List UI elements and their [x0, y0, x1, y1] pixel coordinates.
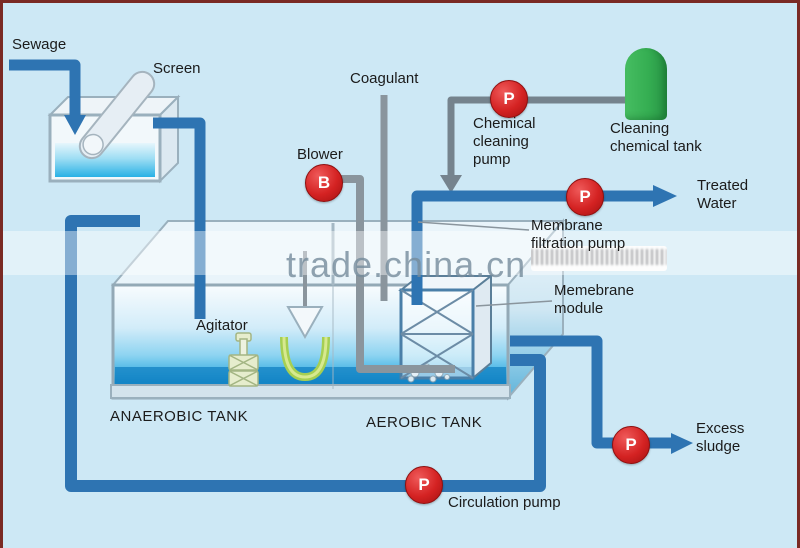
- chemical-cleaning-pump-label: Chemical cleaning pump: [473, 115, 536, 168]
- blower-badge: B: [305, 164, 343, 202]
- screen-outlet-pipe: [153, 117, 206, 319]
- membrane-module-pointer-line: [475, 300, 553, 307]
- dosing-funnel: [280, 251, 330, 382]
- chemical-cleaning-pipe: [440, 96, 625, 193]
- aerobic-tank-label: AEROBIC TANK: [366, 414, 483, 431]
- treated-water-label: Treated Water: [697, 177, 749, 212]
- sewage-arrow: [64, 115, 86, 135]
- watermark-text: trade.china.cn: [286, 244, 527, 285]
- treated-water-arrow: [653, 185, 677, 207]
- membrane-pump-pointer-line: [417, 221, 530, 231]
- sewage-label: Sewage: [12, 36, 67, 53]
- membrane-filtration-pump-badge: P: [566, 178, 604, 216]
- excess-sludge-arrow: [671, 433, 693, 454]
- screen-box: [47, 70, 181, 184]
- cleaning-chemical-tank: [625, 48, 667, 120]
- cleaning-chemical-tank-label: Cleaning chemical tank: [610, 120, 702, 155]
- erased-text-smudge: [531, 246, 667, 271]
- screen-drum: [78, 70, 156, 160]
- blower-air-pipe: [338, 175, 455, 373]
- screen-label: Screen: [153, 60, 201, 77]
- excess-sludge-pump-badge: P: [612, 426, 650, 464]
- membrane-filtration-pump-label: Membrane filtration pump: [531, 217, 626, 252]
- anaerobic-tank-label: ANAEROBIC TANK: [110, 408, 249, 425]
- sewage-pipe: [9, 59, 86, 135]
- chemical-cleaning-pump-badge: P: [490, 80, 528, 118]
- circulation-pipe: [65, 215, 546, 492]
- blower-label: Blower: [297, 146, 343, 163]
- agitator-device: [228, 332, 259, 387]
- membrane-module-label: Memebrane module: [554, 282, 635, 317]
- membrane-module: [398, 273, 494, 381]
- chemical-arrow: [440, 175, 462, 193]
- agitator-label: Agitator: [196, 317, 248, 334]
- tank-floor: [110, 384, 511, 399]
- circulation-pump-label: Circulation pump: [448, 494, 561, 511]
- circulation-pump-badge: P: [405, 466, 443, 504]
- coagulant-label: Coagulant: [350, 70, 419, 87]
- excess-sludge-label: Excess sludge: [696, 420, 745, 455]
